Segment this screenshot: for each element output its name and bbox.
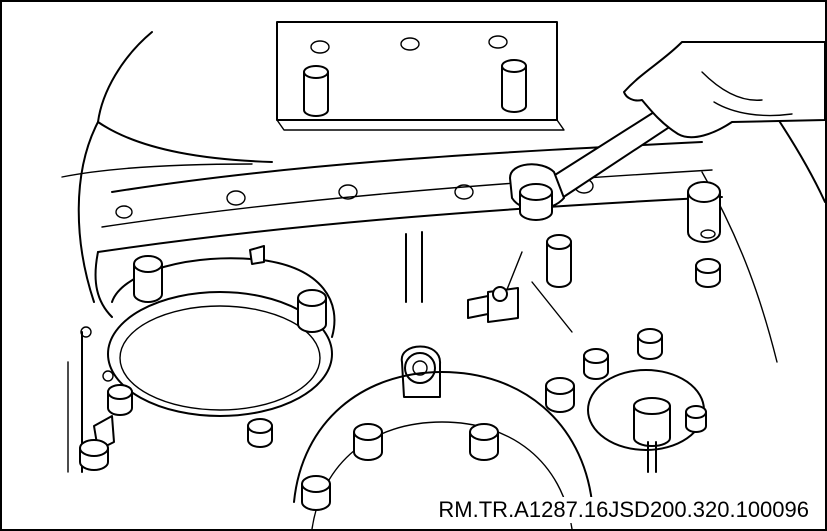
left-round-cover <box>107 245 336 417</box>
bolt-flange-top <box>519 183 553 221</box>
flange-rail <box>94 141 723 318</box>
center-post <box>405 231 573 333</box>
top-mounting-plate <box>276 21 565 131</box>
center-drain-plug <box>400 345 442 398</box>
hose-fitting <box>467 286 519 323</box>
sensor-boss <box>583 258 721 473</box>
reference-code-label: RM.TR.A1287.16JSD200.320.100096 <box>434 497 813 523</box>
right-stud <box>687 181 721 243</box>
technician-hand <box>623 41 825 139</box>
lower-left-bolts <box>79 326 273 471</box>
lower-bell-housing <box>293 371 593 529</box>
